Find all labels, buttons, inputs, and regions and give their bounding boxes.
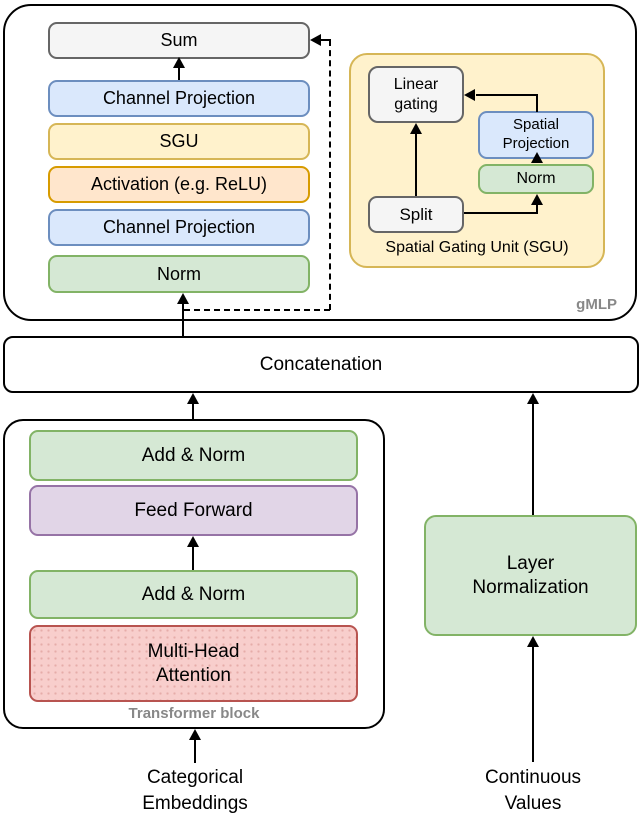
continuous-values-label: Continuous Values [484,767,582,814]
arrow-split-to-norm-vline [536,204,538,214]
arrow-split-to-norm-head [531,194,543,205]
arrow-transformer-to-concat-head [187,393,199,404]
split-box: Split [368,196,464,233]
gmlp-caption: gMLP [576,296,617,313]
arrow-split-to-lineargating-head [410,123,422,134]
linear-gating-box: Linear gating [368,66,464,123]
arrow-concat-to-norm-line [182,303,184,336]
arrow-layernorm-to-concat-head [527,393,539,404]
channel-projection-top-box: Channel Projection [48,80,310,117]
sum-box: Sum [48,22,310,59]
dashed-skip-arrowhead [310,34,321,46]
arrow-addnorm-to-feedforward-head [187,536,199,547]
arrow-split-to-lineargating-line [415,133,417,196]
sgu-inset-caption: Spatial Gating Unit (SGU) [385,239,569,256]
arrow-continuous-to-layernorm-line [532,646,534,762]
channel-projection-bottom-box: Channel Projection [48,209,310,246]
arrow-split-to-norm-hline [464,212,538,214]
arrow-spatialproj-to-lineargating-vline [536,94,538,112]
arrow-spatialproj-to-lineargating-head [464,89,475,101]
feed-forward-box: Feed Forward [29,485,358,536]
dashed-skip-bottom-segment [184,309,330,311]
sgu-norm-box: Norm [478,164,594,194]
arrow-spatialproj-to-lineargating-hline [476,94,538,96]
norm-box: Norm [48,255,310,293]
transformer-block-caption: Transformer block [128,705,260,722]
categorical-embeddings-label: Categorical Embeddings [142,767,248,814]
add-norm-bottom-box: Add & Norm [29,570,358,619]
concatenation-box: Concatenation [3,336,639,393]
arrow-categorical-to-transformer-line [194,739,196,763]
layer-normalization-box: Layer Normalization [424,515,637,636]
arrow-transformer-to-concat-line [192,403,194,419]
arrow-categorical-to-transformer-head [189,729,201,740]
arrow-norm-to-spatialproj-head [531,152,543,163]
arrow-channelproj-to-sum-line [178,68,180,80]
arrow-layernorm-to-concat-line [532,403,534,515]
activation-box: Activation (e.g. ReLU) [48,166,310,203]
arrow-concat-to-norm-head [177,293,189,304]
add-norm-top-box: Add & Norm [29,430,358,481]
arrow-continuous-to-layernorm-head [527,636,539,647]
multi-head-attention-box: Multi-Head Attention [29,625,358,702]
arrow-addnorm-to-feedforward-line [192,546,194,570]
arrow-channelproj-to-sum-head [173,57,185,68]
dashed-skip-top-segment [321,39,331,41]
sgu-box: SGU [48,123,310,160]
dashed-skip-vertical-segment [329,40,331,310]
